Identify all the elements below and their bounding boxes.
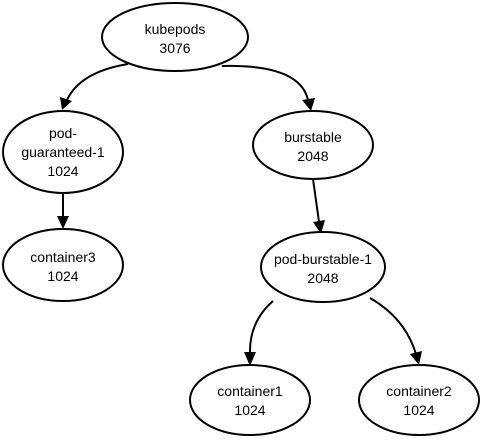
edge-pod-burstable-1-to-container2 <box>369 297 417 355</box>
node-pod-guaranteed-1-label-line-1: pod- <box>49 125 77 141</box>
node-burstable-label: burstable <box>284 129 342 145</box>
node-burstable-shape <box>252 110 374 180</box>
node-container3-shape <box>2 228 124 302</box>
arrowhead-pod-guaranteed-1 <box>60 97 72 110</box>
node-container3-label: container3 <box>30 249 96 265</box>
edge-kubepods-to-pod-guaranteed-1 <box>66 63 129 101</box>
arrowhead-container2 <box>410 351 422 365</box>
node-container3: container3 1024 <box>2 228 124 302</box>
node-kubepods-value: 3076 <box>159 40 190 56</box>
node-container2-value: 1024 <box>403 402 434 418</box>
arrowhead-container1 <box>244 352 256 366</box>
arrowhead-burstable <box>302 98 315 111</box>
node-burstable-value: 2048 <box>297 148 328 164</box>
node-pod-burstable-1-value: 2048 <box>307 270 338 286</box>
node-container2: container2 1024 <box>358 364 480 436</box>
node-pod-guaranteed-1: pod- guaranteed-1 1024 <box>2 110 124 194</box>
node-container1-shape <box>189 364 311 436</box>
edge-burstable-to-pod-burstable-1 <box>312 178 320 223</box>
edges <box>57 63 422 366</box>
node-pod-burstable-1-shape <box>260 231 386 303</box>
edge-pod-burstable-1-to-container1 <box>248 300 274 355</box>
node-container1-value: 1024 <box>234 402 265 418</box>
node-pod-guaranteed-1-value: 1024 <box>47 163 78 179</box>
arrowhead-container3 <box>57 216 69 229</box>
arrowhead-pod-burstable-1 <box>313 220 325 234</box>
node-container1-label: container1 <box>217 383 283 399</box>
node-container2-shape <box>358 364 480 436</box>
node-pod-guaranteed-1-label-line-2: guaranteed-1 <box>21 144 105 160</box>
node-burstable: burstable 2048 <box>252 110 374 180</box>
node-pod-burstable-1-label: pod-burstable-1 <box>274 251 372 267</box>
node-container1: container1 1024 <box>189 364 311 436</box>
node-container2-label: container2 <box>386 383 452 399</box>
node-kubepods: kubepods 3076 <box>101 2 249 72</box>
node-kubepods-shape <box>101 2 249 72</box>
node-pod-burstable-1: pod-burstable-1 2048 <box>260 231 386 303</box>
node-container3-value: 1024 <box>47 268 78 284</box>
edge-kubepods-to-burstable <box>221 64 309 101</box>
node-pod-guaranteed-1-shape <box>2 110 124 194</box>
node-kubepods-label: kubepods <box>145 21 206 37</box>
